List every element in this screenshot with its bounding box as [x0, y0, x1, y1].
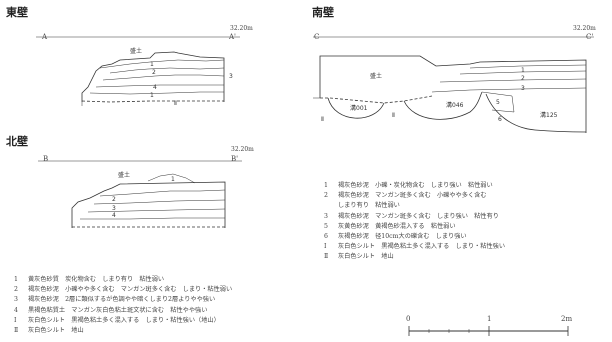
- east-layer-label-4: 4: [153, 84, 157, 91]
- east-elevation: 32.20m: [230, 25, 253, 32]
- scale-label-1: 1: [487, 315, 492, 323]
- east-wall-title: 東壁: [6, 6, 28, 19]
- scale-bar: [408, 326, 569, 336]
- south-layer-label-1: 1: [521, 67, 525, 74]
- south-fill-label: 盛土: [370, 72, 382, 80]
- north-layer-label-4: 4: [112, 212, 116, 219]
- south-section: [313, 36, 594, 133]
- south-feature-001: 溝001: [350, 104, 368, 112]
- north-right-letter: B': [231, 155, 239, 163]
- south-feature-046: 溝046: [446, 101, 464, 109]
- south-feature-ii-left: Ⅱ: [321, 116, 324, 123]
- south-layer-label-5: 5: [496, 99, 500, 106]
- south-feature-125: 溝125: [540, 111, 558, 119]
- east-layer-label-ii: Ⅱ: [174, 100, 177, 107]
- north-elevation: 32.20m: [231, 146, 254, 153]
- north-left-letter: B: [43, 155, 49, 163]
- north-layer-label-3: 3: [112, 205, 116, 212]
- east-layer-label-1b: 1: [150, 92, 154, 99]
- south-layer-label-6: 6: [498, 116, 502, 123]
- scale-label-0: 0: [406, 315, 411, 323]
- east-layer-label-2: 2: [152, 69, 156, 76]
- east-fill-label: 盛土: [130, 47, 142, 55]
- north-wall-title: 北壁: [6, 135, 28, 148]
- east-section: [36, 36, 240, 106]
- legend-item: しまり有り 粘性弱い: [338, 202, 400, 210]
- east-layer-label-3: 3: [229, 73, 233, 80]
- scale-label-2m: 2m: [561, 315, 573, 323]
- south-wall-title: 南壁: [312, 6, 334, 19]
- north-layer-label-2: 2: [112, 196, 116, 203]
- south-layer-label-2: 2: [521, 75, 525, 82]
- south-feature-ii-mid: Ⅱ: [392, 112, 395, 119]
- south-elevation: 32.20m: [573, 25, 596, 32]
- north-section: [38, 160, 242, 228]
- north-layer-label-1: 1: [171, 176, 175, 183]
- east-layer-label-1: 1: [150, 61, 154, 68]
- north-fill-label: 盛土: [118, 171, 130, 179]
- south-layer-label-3: 3: [521, 85, 525, 92]
